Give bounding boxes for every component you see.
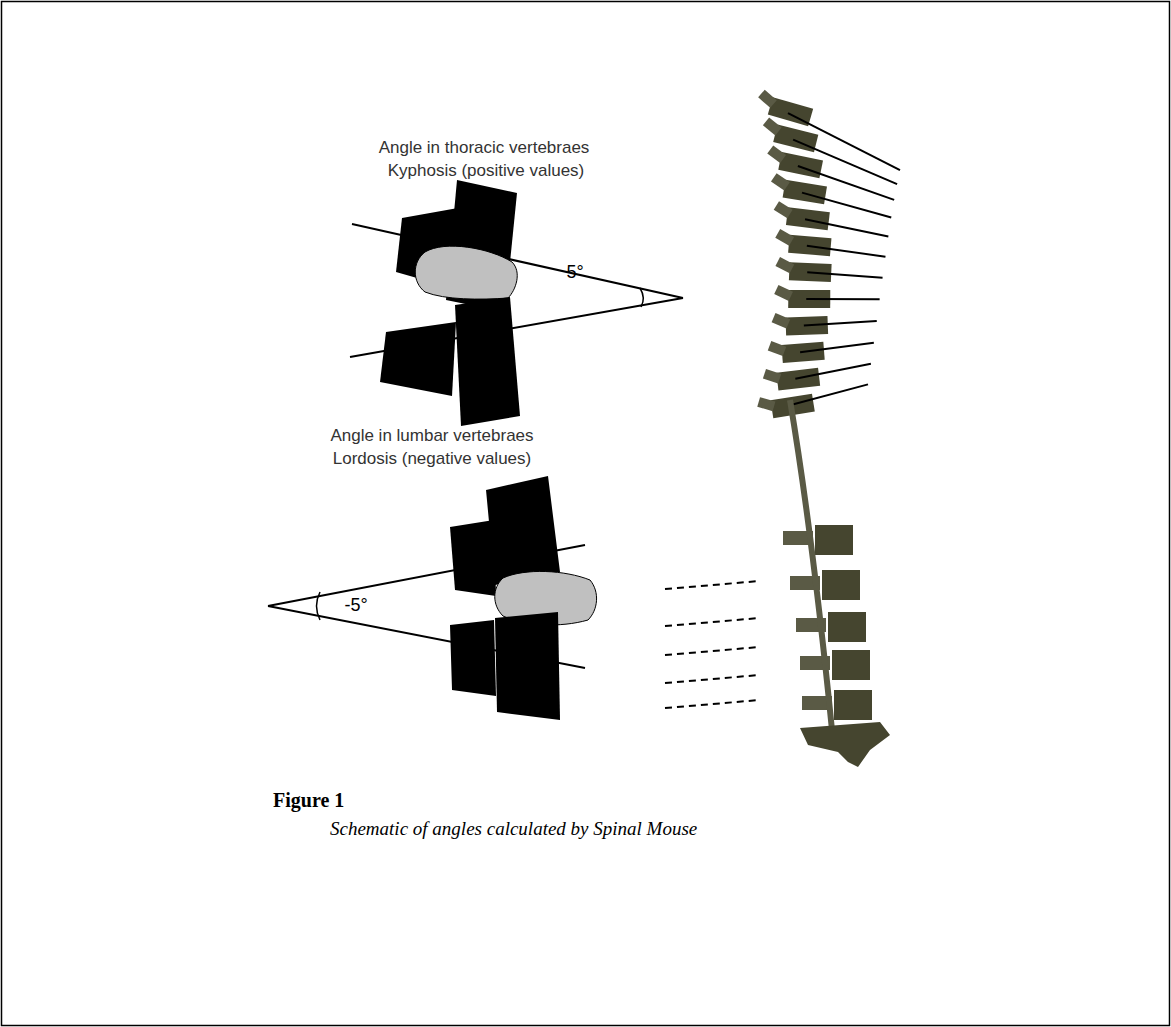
diagram-label: -5° (344, 595, 367, 617)
figure-title: Figure 1 (273, 788, 344, 812)
diagram-label: Angle in thoracic vertebraes (379, 138, 590, 158)
diagram-label: Angle in lumbar vertebraes (330, 426, 533, 446)
figure-caption: Schematic of angles calculated by Spinal… (330, 818, 697, 841)
diagram-label: Lordosis (negative values) (333, 449, 531, 469)
kyphosis-schematic (350, 180, 683, 426)
lordosis-schematic (268, 476, 597, 720)
spine-illustration (665, 90, 900, 767)
diagram-label: Kyphosis (positive values) (388, 161, 585, 181)
diagram-label: 5° (566, 262, 583, 284)
